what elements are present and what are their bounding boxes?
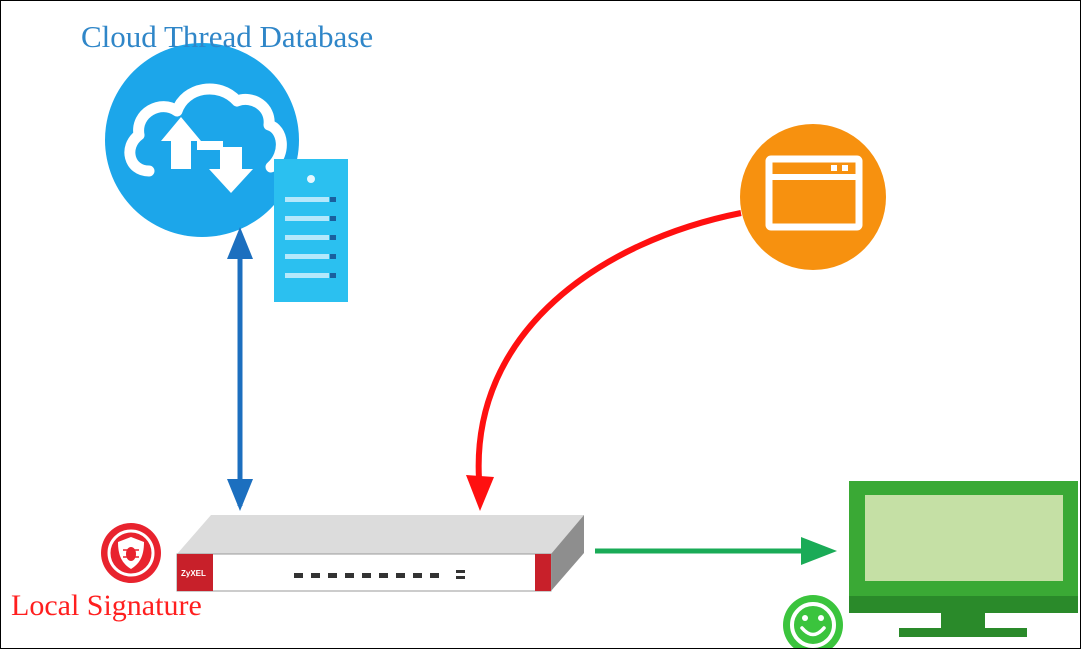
firewall-brand: ZyXEL <box>181 569 206 578</box>
download-threat-arrow <box>466 210 742 511</box>
monitor-icon <box>849 481 1078 637</box>
firewall-appliance-icon: ZyXEL <box>176 515 584 592</box>
cloud-upload-download-icon <box>105 43 299 237</box>
allowed-traffic-arrow <box>595 537 837 565</box>
local-signature-label: Local Signature <box>11 589 202 622</box>
cloud-database-label: Cloud Thread Database <box>81 19 374 54</box>
browser-window-icon <box>740 124 886 270</box>
sync-arrow <box>227 227 253 511</box>
shield-bug-icon <box>101 523 161 583</box>
smiley-icon <box>783 595 843 648</box>
server-icon <box>274 159 348 302</box>
